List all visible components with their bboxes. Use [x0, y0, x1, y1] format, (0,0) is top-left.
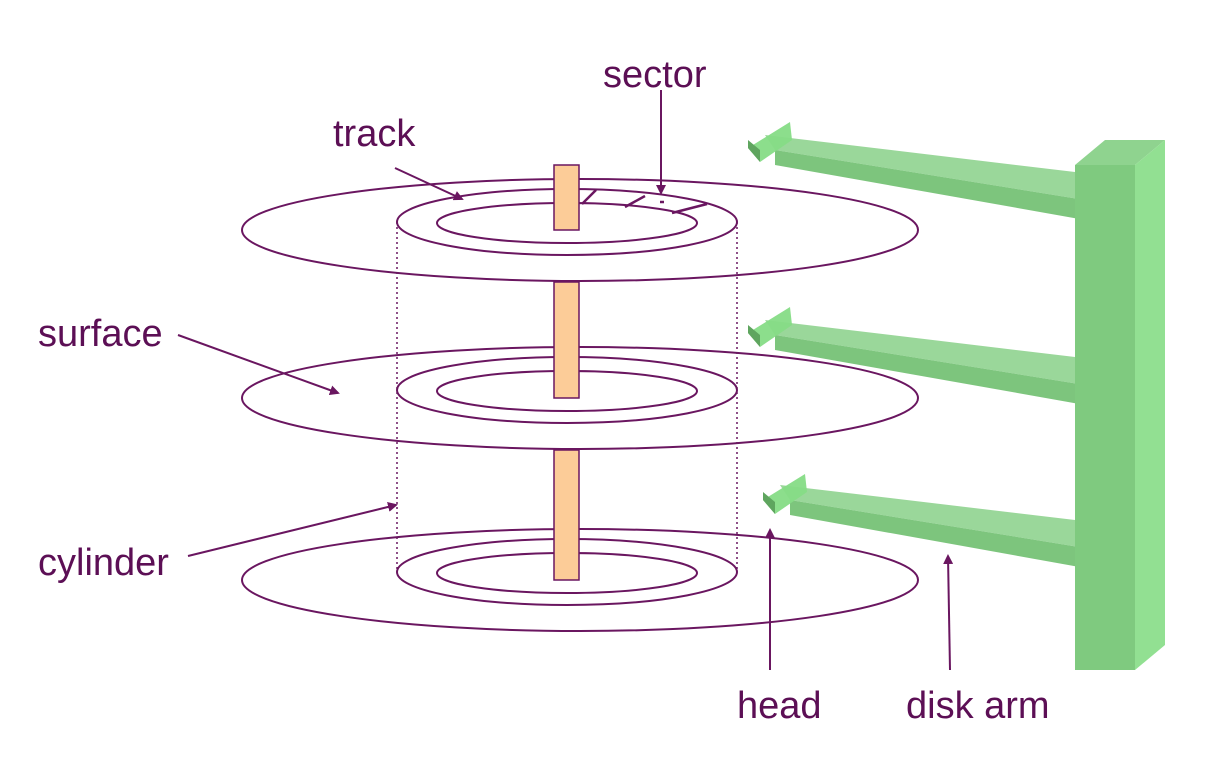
label-disk-arm: disk arm: [906, 685, 1050, 727]
disk-arm-2: [748, 307, 1085, 405]
track-pointer: [394, 167, 464, 201]
label-cylinder: cylinder: [38, 542, 169, 584]
label-track: track: [333, 113, 416, 155]
label-head: head: [737, 685, 822, 727]
actuator-assembly: [748, 122, 1165, 670]
platter-middle: [241, 346, 919, 450]
label-sector: sector: [603, 54, 707, 96]
disk-arm-1: [748, 122, 1085, 220]
spindle: [553, 164, 580, 581]
actuator-post: [1075, 140, 1165, 670]
disk-arm-3: [763, 474, 1085, 568]
sector-marks: [581, 189, 708, 215]
leader-lines: [177, 90, 954, 671]
surface-pointer: [177, 334, 340, 395]
disk-arm-pointer: [943, 554, 954, 671]
platter-bottom: [241, 528, 919, 632]
cylinder-pointer: [187, 502, 398, 557]
label-surface: surface: [38, 313, 163, 355]
platter-top: [241, 178, 919, 282]
cylinder-outline: [396, 222, 738, 572]
